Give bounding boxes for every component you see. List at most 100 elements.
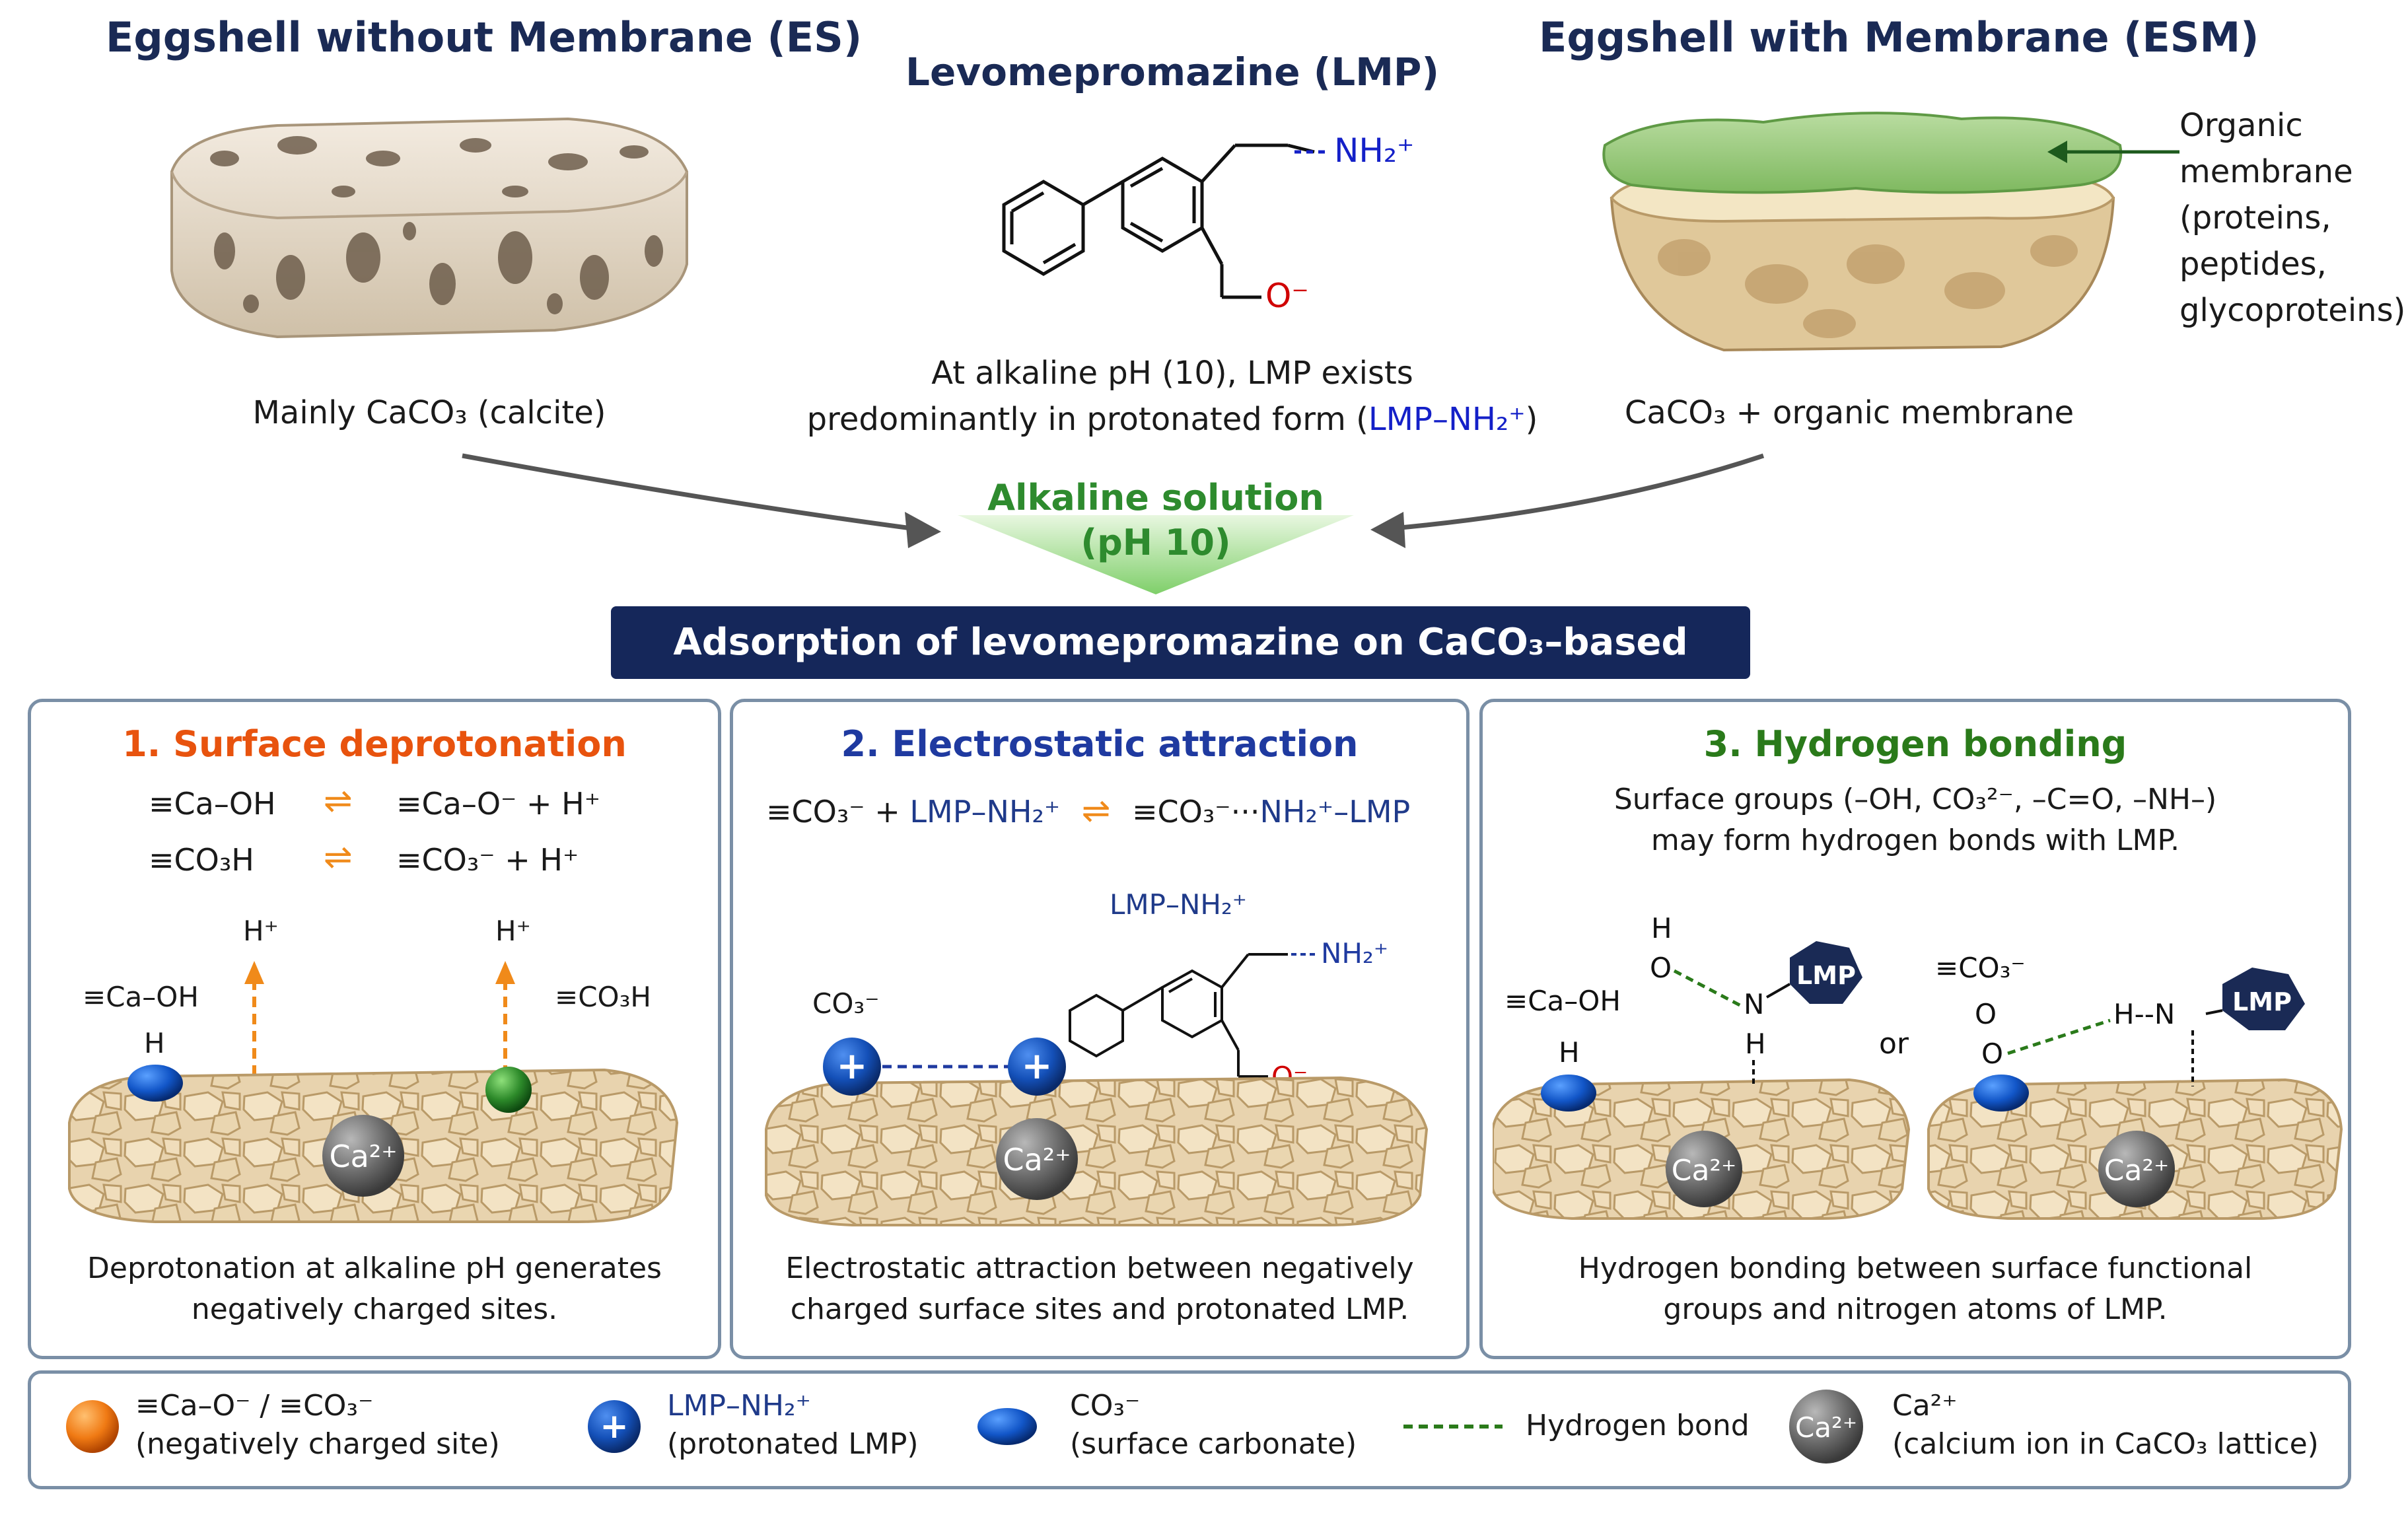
carbonate-site-icon <box>1973 1075 2029 1112</box>
membrane-label-line5: glycoproteins) <box>2179 292 2406 329</box>
panel3-o-right2: O <box>1981 1038 2003 1070</box>
panel3-co3: ≡CO₃⁻ <box>1935 952 2026 984</box>
calcium-ion-icon <box>1666 1131 1742 1207</box>
lmp-o-label: O⁻ <box>1265 277 1309 315</box>
membrane-label-line2: membrane <box>2179 153 2353 190</box>
converging-arrows <box>462 453 1765 548</box>
panel2-title: 2. Electrostatic attraction <box>841 723 1359 765</box>
panel3-caption-line2: groups and nitrogen atoms of LMP. <box>1663 1292 2168 1326</box>
legend-ca-symbol: Ca²⁺ <box>1795 1411 1857 1444</box>
plus-lmp-icon: + <box>588 1400 641 1453</box>
lmp-title: Levomepromazine (LMP) <box>905 50 1439 94</box>
panel3-caption-line1: Hydrogen bonding between surface functio… <box>1578 1252 2253 1285</box>
lmp-note-line2c: ) <box>1525 401 1538 438</box>
panel-surface-deprotonation <box>28 699 721 1359</box>
calcium-ion-icon <box>996 1118 1078 1200</box>
lmp-note-line2b: LMP–NH₂⁺ <box>1368 401 1526 438</box>
panel1-caption-line2: negatively charged sites. <box>191 1292 558 1326</box>
panel-hydrogen-bonding <box>1479 699 2351 1359</box>
green-site-icon <box>485 1067 532 1113</box>
membrane-label: Organic membrane (proteins, peptides, gl… <box>2179 102 2406 334</box>
legend-carb-line1: CO₃⁻ <box>1070 1389 1141 1423</box>
panel-electrostatic-attraction <box>730 699 1470 1359</box>
panel3-illustration: Ca²⁺ ≡Ca–OH H H O N H LMP or Ca²⁺ ≡CO₃⁻ … <box>1493 912 2343 1220</box>
lmp-note-line1: At alkaline pH (10), LMP exists <box>931 355 1413 392</box>
svg-text:+: + <box>1022 1045 1053 1088</box>
legend <box>28 1370 2351 1489</box>
panel3-ca-label-left: Ca²⁺ <box>1672 1154 1737 1187</box>
svg-text:+: + <box>837 1045 868 1088</box>
membrane-arrow <box>2047 141 2179 163</box>
panel1-eq1-left: ≡Ca–OH <box>149 786 276 822</box>
lmp-hexagon-icon <box>1790 941 1862 1004</box>
eggshell-esm-illustration <box>1602 112 2123 352</box>
legend-ca-line1: Ca²⁺ <box>1892 1389 1958 1423</box>
legend-plus-line1: LMP–NH₂⁺ <box>667 1389 811 1423</box>
legend-neg-site-line1: ≡Ca–O⁻ / ≡CO₃⁻ <box>135 1389 374 1423</box>
membrane-label-line4: peptides, <box>2179 246 2327 283</box>
panel3-n-left: N <box>1744 988 1764 1020</box>
panel3-title: 3. Hydrogen bonding <box>1703 723 2127 765</box>
carbonate-site-icon <box>977 1408 1037 1445</box>
lmp-hexagon-icon <box>2222 968 2305 1030</box>
panel1-caption-line1: Deprotonation at alkaline pH generates <box>87 1252 662 1285</box>
panel3-desc-line2: may form hydrogen bonds with LMP. <box>1650 824 2180 857</box>
panel2-co3: CO₃⁻ <box>812 987 880 1020</box>
panel3-or: or <box>1879 1027 1909 1061</box>
panel3-lmp-right: LMP <box>2232 987 2292 1016</box>
panel2-lmp-label: LMP–NH₂⁺ <box>1110 888 1247 921</box>
panel1-eq2-right: ≡CO₃⁻ + H⁺ <box>396 842 579 878</box>
panel2-eq-a: ≡CO₃⁻ + <box>766 794 910 830</box>
alkaline-label: Alkaline solution (pH 10) <box>925 476 1387 565</box>
es-caption: Mainly CaCO₃ (calcite) <box>252 394 606 431</box>
esm-title: Eggshell with Membrane (ESM) <box>1539 13 2259 61</box>
alkaline-line2: (pH 10) <box>1080 522 1231 563</box>
lmp-note-line2a: predominantly in protonated form ( <box>806 401 1368 438</box>
legend-neg-site: ≡Ca–O⁻ / ≡CO₃⁻ (negatively charged site) <box>135 1387 500 1464</box>
negative-site-icon <box>66 1400 119 1453</box>
plus-lmp-icon <box>1008 1038 1066 1096</box>
panel1-eq2-left: ≡CO₃H <box>149 842 254 878</box>
lmp-structure: NH₂⁺ O⁻ <box>1002 131 1414 315</box>
panel2-eq-b: LMP–NH₂⁺ <box>909 794 1061 830</box>
equilibrium-arrow-icon: ⇌ <box>324 781 353 821</box>
adsorption-banner: Adsorption of levomepromazine on CaCO₃–b… <box>611 606 1750 736</box>
legend-carb-line2: (surface carbonate) <box>1070 1427 1357 1461</box>
hydrogen-bond-line-icon <box>1403 1425 1503 1429</box>
lmp-note: At alkaline pH (10), LMP exists predomin… <box>793 350 1552 442</box>
panel1-ca-oh: ≡Ca–OH <box>83 981 199 1013</box>
panel2-caption-line1: Electrostatic attraction between negativ… <box>785 1252 1414 1285</box>
panel1-co3h: ≡CO₃H <box>555 981 651 1013</box>
panel2-caption-line2: charged surface sites and protonated LMP… <box>790 1292 1409 1326</box>
panel1-title: 1. Surface deprotonation <box>122 723 627 765</box>
panel2-nh2-label: NH₂⁺ <box>1321 937 1388 970</box>
legend-plus-line2: (protonated LMP) <box>667 1427 919 1461</box>
panel3-hn: H--N <box>2113 998 2175 1030</box>
alkaline-funnel <box>958 515 1354 594</box>
panel3-desc-line1: Surface groups (–OH, CO₃²⁻, –C=O, –NH–) <box>1613 783 2217 816</box>
panel1-eq1-right: ≡Ca–O⁻ + H⁺ <box>396 786 600 822</box>
svg-text:+: + <box>600 1407 629 1446</box>
calcium-ion-icon <box>2098 1131 2175 1207</box>
carbonate-site-icon <box>1541 1075 1596 1112</box>
esm-caption: CaCO₃ + organic membrane <box>1624 394 2074 431</box>
panel3-o-right1: O <box>1975 998 1997 1030</box>
calcium-ion-icon: Ca²⁺ <box>1789 1390 1863 1464</box>
panel1-h-plus-right: H⁺ <box>495 915 531 947</box>
legend-ca: Ca²⁺ (calcium ion in CaCO₃ lattice) <box>1892 1387 2319 1464</box>
legend-hbond: Hydrogen bond <box>1526 1409 1750 1442</box>
panel2-eq-c: ≡CO₃⁻··· <box>1132 794 1260 830</box>
panel2-eq-d: NH₂⁺–LMP <box>1259 794 1411 830</box>
panel2-eq: ≡CO₃⁻ + LMP–NH₂⁺ ⇌ ≡CO₃⁻···NH₂⁺–LMP <box>766 791 1410 831</box>
panel3-o-top: O <box>1650 952 1672 984</box>
equilibrium-arrow-icon: ⇌ <box>1081 791 1111 831</box>
panel2-surface-illustration: + + Ca²⁺ <box>765 1038 1429 1226</box>
panel2-ca-label: Ca²⁺ <box>1003 1142 1071 1178</box>
panel3-h-top: H <box>1651 912 1672 944</box>
carbonate-site-icon <box>127 1065 183 1102</box>
panel1-caption: Deprotonation at alkaline pH generates n… <box>28 1248 721 1330</box>
legend-neg-site-line2: (negatively charged site) <box>135 1427 500 1461</box>
panel3-h-under-n: H <box>1745 1028 1766 1060</box>
panel2-caption: Electrostatic attraction between negativ… <box>730 1248 1470 1330</box>
plus-site-icon <box>823 1038 881 1096</box>
